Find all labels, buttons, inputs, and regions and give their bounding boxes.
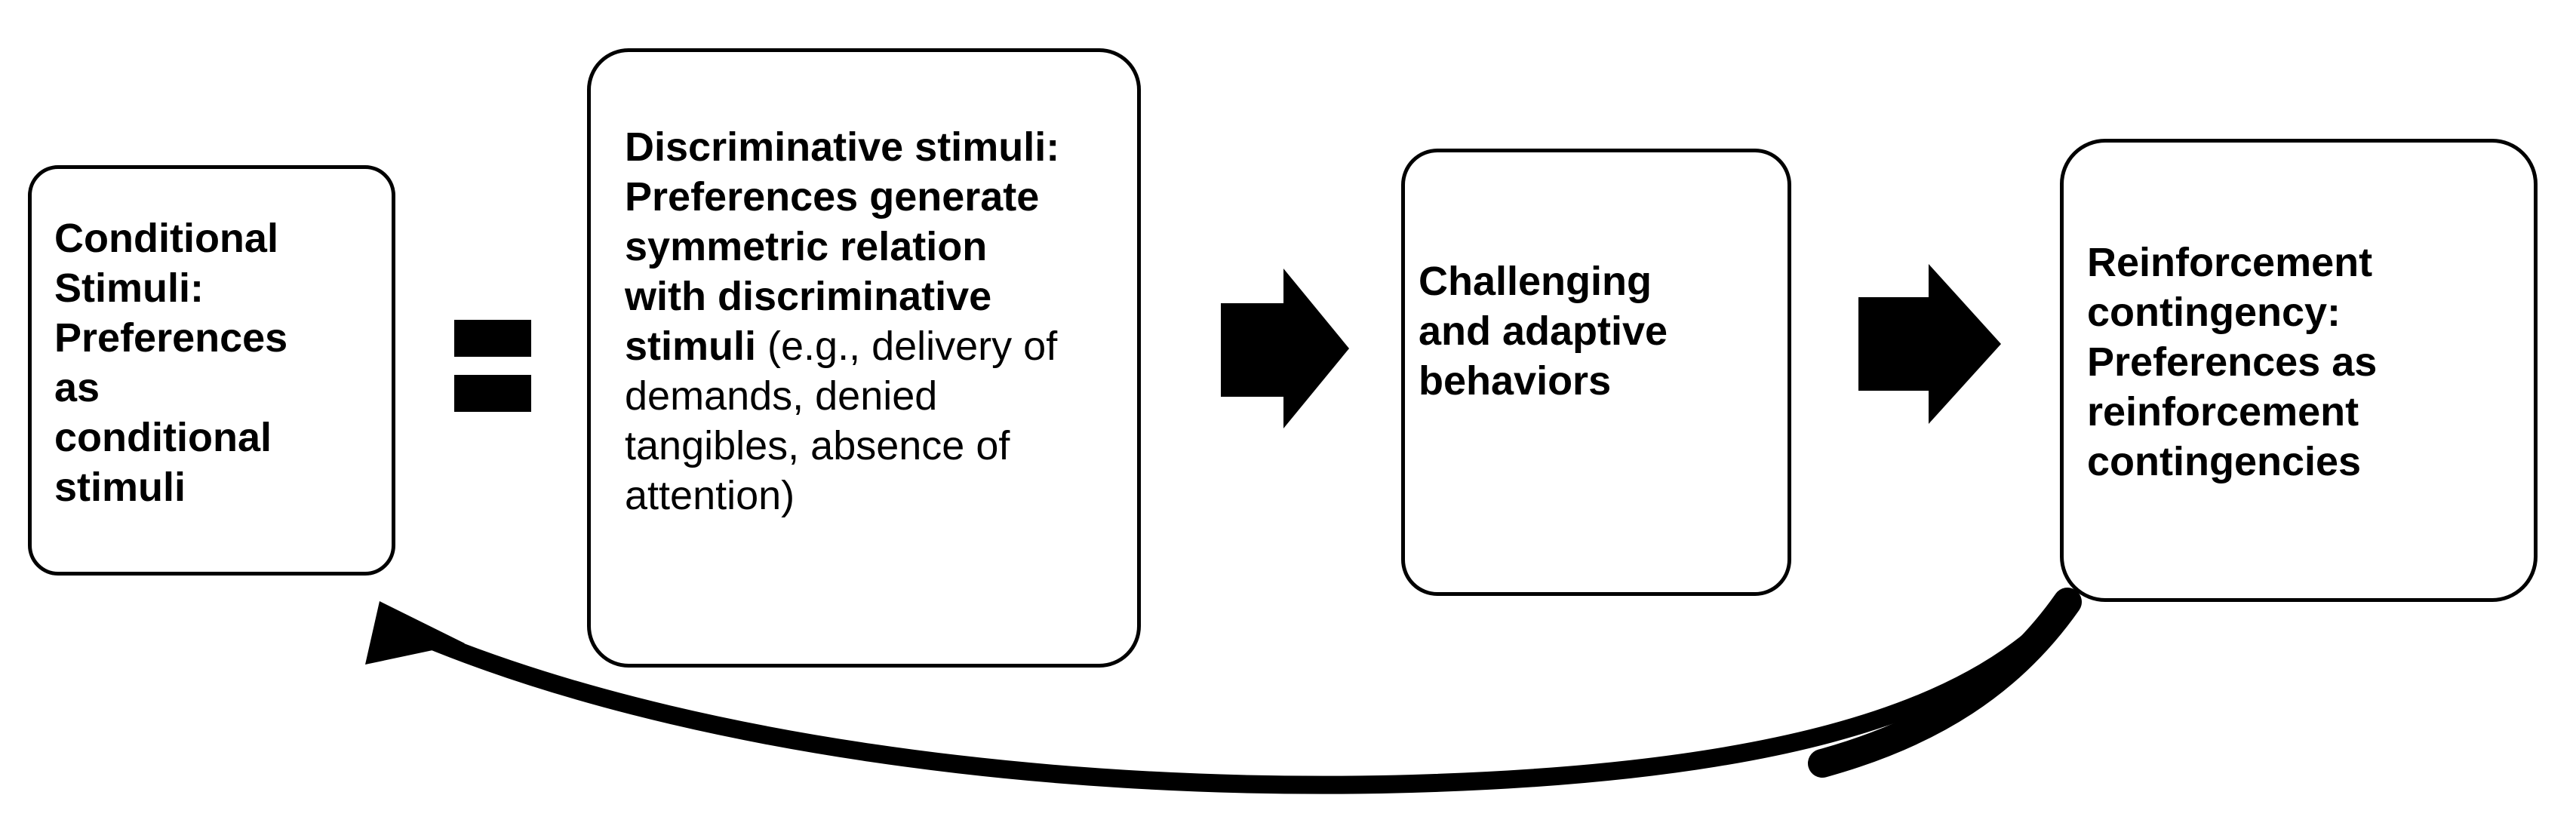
equals-bar-bottom <box>454 375 531 412</box>
arrow-right-icon <box>1221 269 1349 428</box>
discriminative-bold-text: Discriminative stimuli: Preferences gene… <box>625 124 1060 369</box>
box-discriminative-stimuli <box>587 48 1141 668</box>
box-challenging-adaptive-behaviors-text: Challenging and adaptive behaviors <box>1419 259 1668 404</box>
box-discriminative-stimuli-text: Discriminative stimuli: Preferences gene… <box>625 122 1059 520</box>
equals-bar-top <box>454 320 531 357</box>
arrow-right-icon <box>1858 264 2001 424</box>
discriminative-note-text: (e.g., delivery of demands, denied tangi… <box>625 324 1058 518</box>
box-reinforcement-contingency-text: Reinforcement contingency: Preferences a… <box>2087 240 2378 484</box>
box-conditional-stimuli-text: Conditional Stimuli: Preferences as cond… <box>54 216 288 510</box>
box-reinforcement-contingency <box>2060 139 2538 602</box>
box-challenging-adaptive-behaviors <box>1401 149 1791 596</box>
box-conditional-stimuli <box>28 165 395 576</box>
